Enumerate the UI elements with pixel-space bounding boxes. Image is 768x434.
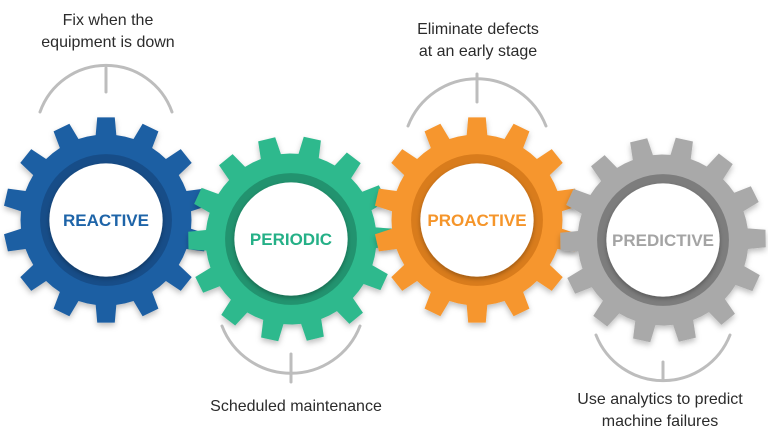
gear-hub (420, 163, 534, 277)
gear-hub (234, 182, 348, 296)
bracket-arc (38, 63, 174, 114)
gear-hub (606, 183, 720, 297)
caption-line: machine failures (601, 413, 719, 430)
bracket-reactive (38, 63, 174, 114)
gear-label: REACTIVE (63, 211, 149, 230)
caption-line: Eliminate defects (417, 21, 539, 38)
caption-line: at an early stage (418, 43, 538, 60)
gear-proactive: PROACTIVE (375, 117, 579, 323)
bracket-proactive (406, 72, 548, 128)
gear-reactive: REACTIVE (4, 117, 208, 323)
gear-label: PERIODIC (250, 230, 332, 249)
caption-reactive: Fix when the equipment is down (22, 10, 194, 54)
gear-hub (49, 163, 163, 277)
gear-predictive: PREDICTIVE (560, 137, 766, 343)
caption-periodic: Scheduled maintenance (186, 396, 406, 418)
caption-proactive: Eliminate defects at an early stage (388, 19, 568, 63)
caption-predictive: Use analytics to predict machine failure… (560, 389, 760, 433)
gear-periodic: PERIODIC (188, 136, 394, 342)
caption-line: Fix when the (62, 12, 154, 29)
caption-line: equipment is down (41, 34, 175, 51)
gear-label: PROACTIVE (427, 211, 526, 230)
bracket-periodic (220, 324, 362, 384)
bracket-predictive (594, 333, 732, 383)
gear-label: PREDICTIVE (612, 231, 714, 250)
caption-line: Use analytics to predict (577, 391, 743, 408)
caption-line: Scheduled maintenance (210, 398, 382, 415)
